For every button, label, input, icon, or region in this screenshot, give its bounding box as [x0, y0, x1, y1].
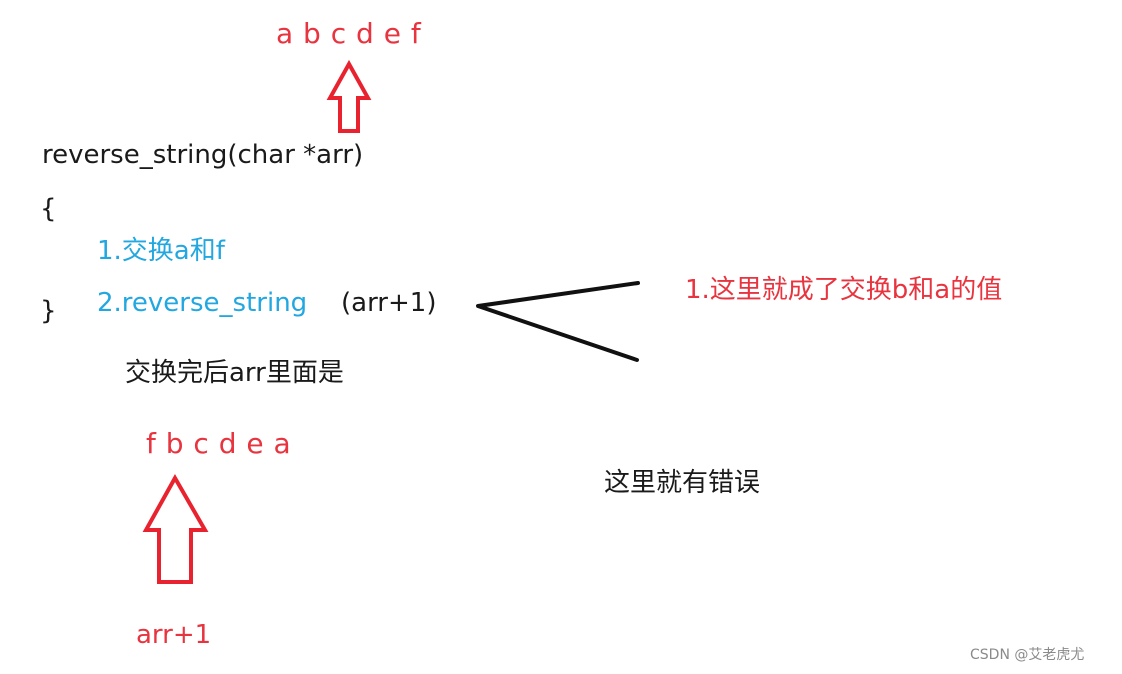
top-letters: a b c d e f [276, 17, 422, 50]
bottom-up-arrow [142, 473, 209, 584]
step-1-text: 1.交换a和f [97, 236, 225, 266]
close-brace: } [40, 296, 57, 326]
function-signature: reverse_string(char *arr) [42, 140, 364, 170]
pointer-label: arr+1 [136, 620, 212, 650]
error-annotation: 这里就有错误 [604, 468, 761, 498]
open-brace: { [40, 194, 57, 224]
top-up-arrow [326, 59, 372, 133]
watermark: CSDN @艾老虎尤 [970, 647, 1085, 663]
right-annotation: 1.这里就成了交换b和a的值 [685, 275, 1003, 305]
pointer-lines [476, 281, 640, 362]
step-2-argument: (arr+1) [341, 288, 437, 318]
after-swap-label: 交换完后arr里面是 [125, 358, 344, 388]
bottom-letters: f b c d e a [146, 427, 292, 460]
step-2-call: 2.reverse_string [97, 288, 308, 318]
